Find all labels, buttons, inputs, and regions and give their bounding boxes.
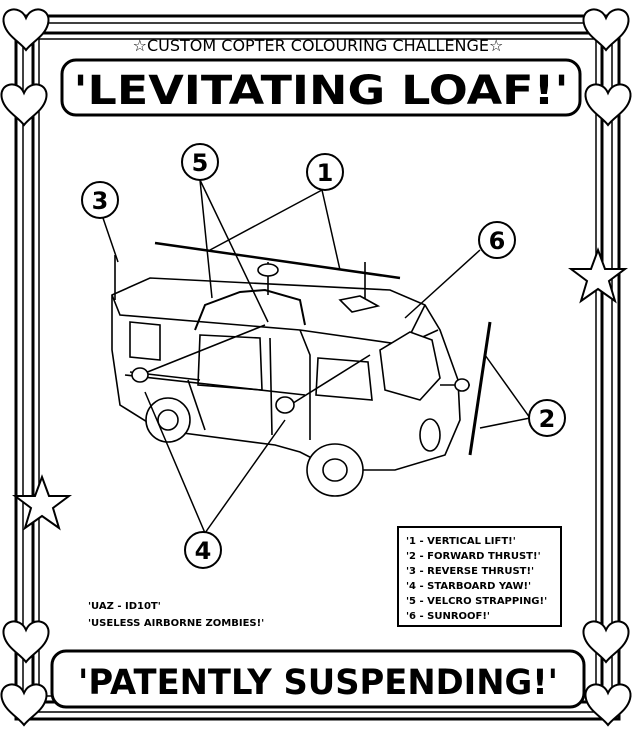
- heart-icon: [582, 620, 630, 663]
- footer-banner: [50, 649, 586, 709]
- legend-item: '5 - VELCRO STRAPPING!': [406, 596, 547, 607]
- heart-icon: [584, 83, 632, 126]
- subtitle: ☆CUSTOM COPTER COLOURING CHALLENGE☆: [133, 36, 504, 55]
- legend-item: '6 - SUNROOF!': [406, 611, 490, 622]
- svg-text:2: 2: [539, 405, 556, 433]
- heart-icon: [0, 83, 48, 126]
- callout-2: 2: [528, 399, 566, 437]
- svg-text:4: 4: [195, 537, 212, 565]
- svg-text:3: 3: [92, 187, 109, 215]
- callout-3: 3: [81, 181, 119, 219]
- legend-item: '1 - VERTICAL LIFT!': [406, 536, 516, 547]
- vehicle-model: 'UAZ - ID10T': [88, 601, 161, 612]
- star-icon: [570, 249, 626, 302]
- svg-text:5: 5: [192, 149, 209, 177]
- leader-lines: [102, 179, 531, 534]
- svg-text:6: 6: [489, 227, 506, 255]
- page-title: 'LEVITATING LOAF!': [74, 68, 569, 114]
- vehicle-nickname: 'USELESS AIRBORNE ZOMBIES!': [88, 618, 264, 629]
- callout-4: 4: [184, 531, 222, 569]
- svg-text:1: 1: [317, 159, 334, 187]
- title-banner: [60, 58, 582, 117]
- callout-5: 5: [181, 143, 219, 181]
- footer-title: 'PATENTLY SUSPENDING!': [78, 663, 558, 703]
- legend-item: '4 - STARBOARD YAW!': [406, 581, 531, 592]
- heart-icon: [2, 620, 50, 663]
- legend-item: '3 - REVERSE THRUST!': [406, 566, 534, 577]
- callout-1: 1: [306, 153, 344, 191]
- van-illustration: [111, 241, 492, 497]
- callout-6: 6: [478, 221, 516, 259]
- legend-box: '1 - VERTICAL LIFT!' '2 - FORWARD THRUST…: [397, 526, 562, 627]
- legend-item: '2 - FORWARD THRUST!': [406, 551, 541, 562]
